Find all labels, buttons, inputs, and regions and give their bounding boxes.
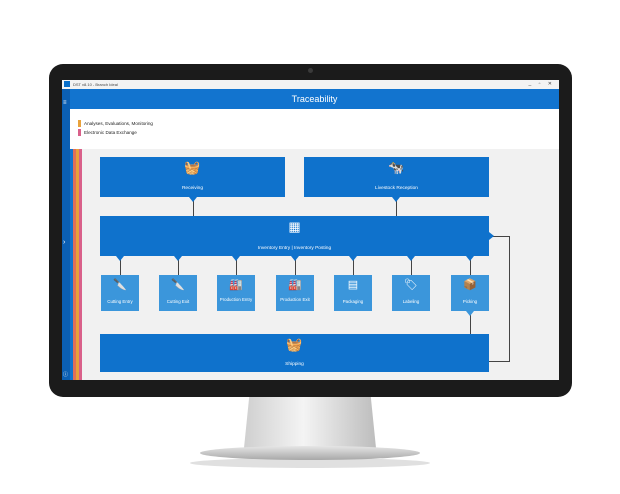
stripe	[70, 149, 73, 380]
legend-label: Analyses, Evaluations, Monitoring	[84, 121, 153, 126]
chevron-right-icon[interactable]: ›	[63, 239, 66, 246]
arrow-down-icon	[291, 256, 299, 261]
arrow-down-icon	[116, 256, 124, 261]
connector	[470, 256, 471, 275]
connector	[489, 236, 509, 237]
inventory-label: Inventory Entry | Inventory Posting	[257, 246, 332, 251]
page-title: Traceability	[291, 94, 338, 104]
package-icon: ▤	[347, 279, 359, 291]
legend-item-edi[interactable]: Electronic Data Exchange	[78, 129, 137, 136]
receiving-label: Receiving	[181, 186, 204, 191]
factory-icon: 🏭	[288, 279, 302, 291]
menu-icon[interactable]: ≡	[63, 100, 67, 106]
webcam-icon	[308, 68, 313, 73]
legend-swatch	[78, 129, 81, 136]
monitor-base	[200, 446, 420, 460]
shelf-icon: ▦	[288, 219, 301, 234]
window-titlebar: DST v8.10 - Branch Ideal _ ▫ ✕	[62, 80, 559, 89]
legend-swatch	[78, 120, 81, 127]
step-packaging[interactable]: ▤ Packaging	[334, 275, 372, 311]
arrow-right-icon	[489, 232, 494, 240]
connector	[470, 312, 471, 334]
connector	[236, 256, 237, 275]
basket-icon: 🧺	[184, 160, 201, 175]
step-cutting-entry[interactable]: 🔪 Cutting Entry	[101, 275, 139, 311]
step-label: Production Exit	[280, 297, 310, 302]
window-controls[interactable]: _ ▫ ✕	[528, 81, 555, 87]
step-labeling[interactable]: 🏷 Labeling	[392, 275, 430, 311]
connector	[295, 256, 296, 275]
cow-icon: 🐄	[388, 160, 405, 175]
step-label: Cutting Exit	[166, 299, 190, 304]
step-label: Labeling	[402, 299, 420, 304]
arrow-down-icon	[466, 311, 474, 316]
info-icon[interactable]: ⓘ	[63, 372, 69, 378]
receiving-box[interactable]: 🧺 Receiving	[100, 157, 285, 197]
boxes-icon: 📦	[463, 279, 477, 291]
connector	[193, 198, 194, 216]
connector	[509, 236, 510, 362]
arrow-down-icon	[189, 197, 197, 202]
step-label: Packaging	[342, 299, 364, 304]
legend-item-analyses[interactable]: Analyses, Evaluations, Monitoring	[78, 120, 153, 127]
arrow-down-icon	[232, 256, 240, 261]
connector	[489, 361, 509, 362]
legend-label: Electronic Data Exchange	[84, 130, 137, 135]
connector	[396, 198, 397, 216]
arrow-down-icon	[466, 256, 474, 261]
connector	[178, 256, 179, 275]
connector	[120, 256, 121, 275]
monitor-stand	[244, 396, 376, 448]
step-production-exit[interactable]: 🏭 Production Exit	[276, 275, 314, 311]
connector	[353, 256, 354, 275]
arrow-down-icon	[349, 256, 357, 261]
app-screen: DST v8.10 - Branch Ideal _ ▫ ✕ ≡ › ⓘ Tra…	[62, 80, 559, 380]
knife-icon: 🔪	[171, 279, 185, 291]
stripe	[76, 149, 79, 380]
stripe	[79, 149, 82, 380]
step-production-entry[interactable]: 🏭 Production Entry	[217, 275, 255, 311]
legend-panel: Analyses, Evaluations, Monitoring Electr…	[70, 109, 559, 149]
shipping-label: Shipping	[285, 362, 304, 367]
app-icon	[64, 81, 70, 87]
step-label: Picking	[462, 299, 478, 304]
livestock-reception-box[interactable]: 🐄 Livestock Reception	[304, 157, 489, 197]
arrow-down-icon	[174, 256, 182, 261]
step-label: Production Entry	[219, 297, 253, 302]
label-icon: 🏷	[404, 279, 418, 291]
knife-icon: 🔪	[113, 279, 127, 291]
window-title: DST v8.10 - Branch Ideal	[73, 82, 118, 87]
arrow-down-icon	[407, 256, 415, 261]
livestock-label: Livestock Reception	[375, 186, 418, 191]
page-header: Traceability	[70, 89, 559, 109]
shipping-box[interactable]: 🧺 Shipping	[100, 334, 489, 372]
step-cutting-exit[interactable]: 🔪 Cutting Exit	[159, 275, 197, 311]
connector	[411, 256, 412, 275]
basket-icon: 🧺	[286, 337, 303, 352]
factory-icon: 🏭	[229, 279, 243, 291]
monitor-shadow	[190, 458, 430, 468]
left-rail: ≡ › ⓘ	[62, 89, 70, 380]
step-label: Cutting Entry	[107, 299, 133, 304]
step-picking[interactable]: 📦 Picking	[451, 275, 489, 311]
stripe	[73, 149, 76, 380]
arrow-down-icon	[392, 197, 400, 202]
inventory-box[interactable]: ▦ Inventory Entry | Inventory Posting	[100, 216, 489, 256]
